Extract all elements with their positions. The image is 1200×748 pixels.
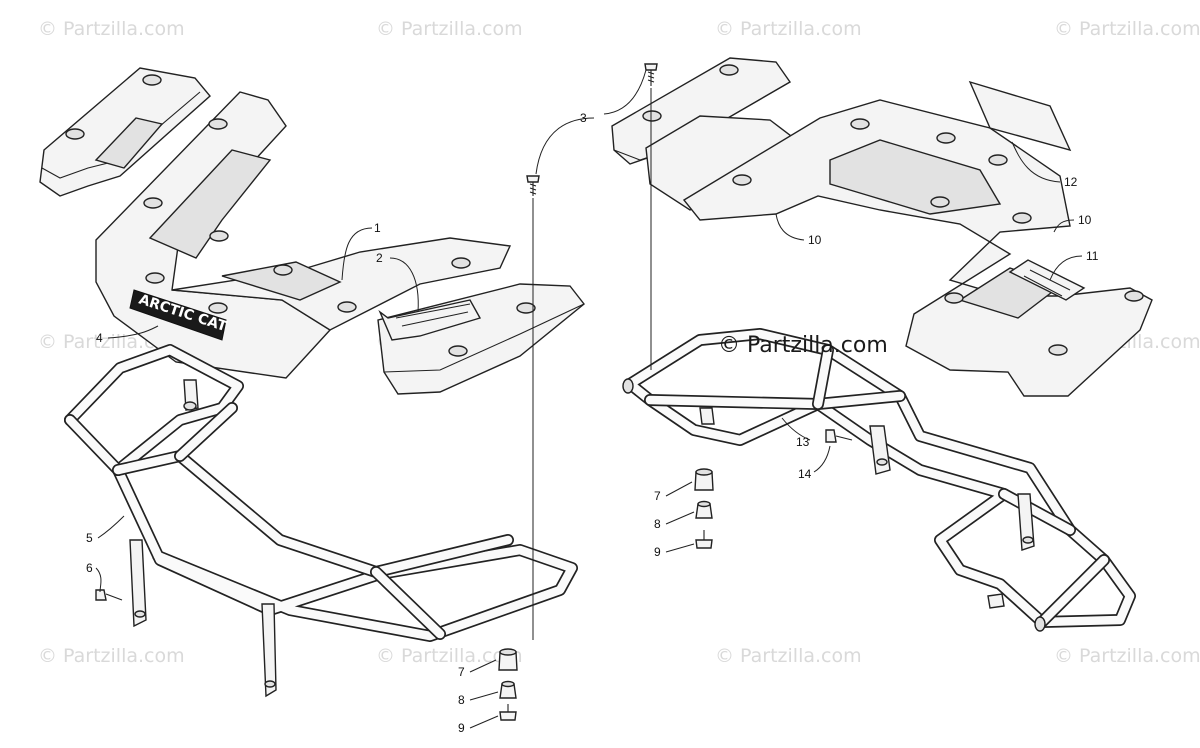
callout-8[interactable]: 8 [458,693,465,707]
callout-10[interactable]: 10 [1078,213,1092,227]
front-rack-rear-recess [94,117,164,169]
callout-7[interactable]: 7 [458,665,465,679]
rear-rack-decal [1008,259,1086,301]
callout-9[interactable]: 9 [458,721,465,735]
callout-1[interactable]: 1 [374,221,381,235]
callout-12[interactable]: 12 [1064,175,1078,189]
front-rack-cover: ARCTIC CAT [39,67,585,395]
front-frame-leg-left [129,539,147,628]
rear-rack-mount-holes [642,64,1144,356]
bolt-icon [825,429,837,443]
bolt-icon [95,589,107,601]
callout-5[interactable]: 5 [86,531,93,545]
watermark-text: © Partzilla.com [1054,18,1200,40]
callout-13[interactable]: 13 [796,435,810,449]
rear-rack-center-recess [829,139,1002,215]
screw-icon [644,63,658,71]
bolt-icon [499,711,517,721]
screw-icon [526,175,540,183]
callout-6[interactable]: 6 [86,561,93,575]
callout-2[interactable]: 2 [376,251,383,265]
callout-10[interactable]: 10 [808,233,822,247]
watermark-text: © Partzilla.com [715,645,862,667]
callout-labels: 1 2 3 4 5 6 7 8 9 7 8 9 10 10 11 12 13 1… [86,111,1099,735]
frame-tube-end [622,378,634,394]
callout-leaders [95,69,1083,729]
watermark-text: © Partzilla.com [1054,645,1200,667]
callout-8[interactable]: 8 [654,517,661,531]
callout-3[interactable]: 3 [580,111,587,125]
callout-4[interactable]: 4 [96,331,103,345]
callout-9[interactable]: 9 [654,545,661,559]
callout-7[interactable]: 7 [654,489,661,503]
front-fasteners [95,175,540,721]
front-rack-cross-beam [171,237,512,331]
center-watermark-text: © Partzilla.com [718,333,888,358]
rear-fasteners [644,63,853,549]
watermark-text: © Partzilla.com [38,18,185,40]
watermark-text: © Partzilla.com [376,18,523,40]
watermark-text: © Partzilla.com [38,645,185,667]
frame-tube-end [1034,616,1046,632]
rear-frame-bracket [1017,493,1035,551]
front-frame-leg-center [261,603,277,698]
bolt-icon [695,539,713,549]
front-rack-mount-holes [65,74,536,357]
rear-rack-frame [622,328,1136,632]
front-rack-frame [64,344,578,698]
center-watermark: © Partzilla.com [718,333,888,358]
watermark-text: © Partzilla.com [715,18,862,40]
watermark-text: © Partzilla.com [376,645,523,667]
callout-14[interactable]: 14 [798,467,812,481]
callout-11[interactable]: 11 [1086,249,1099,263]
brand-label-badge [129,289,227,341]
front-rack-center-recess [148,149,272,259]
rear-rack-warning-label [968,80,1072,152]
front-rack-right-arm [377,283,585,395]
rear-frame-bracket [869,425,891,475]
